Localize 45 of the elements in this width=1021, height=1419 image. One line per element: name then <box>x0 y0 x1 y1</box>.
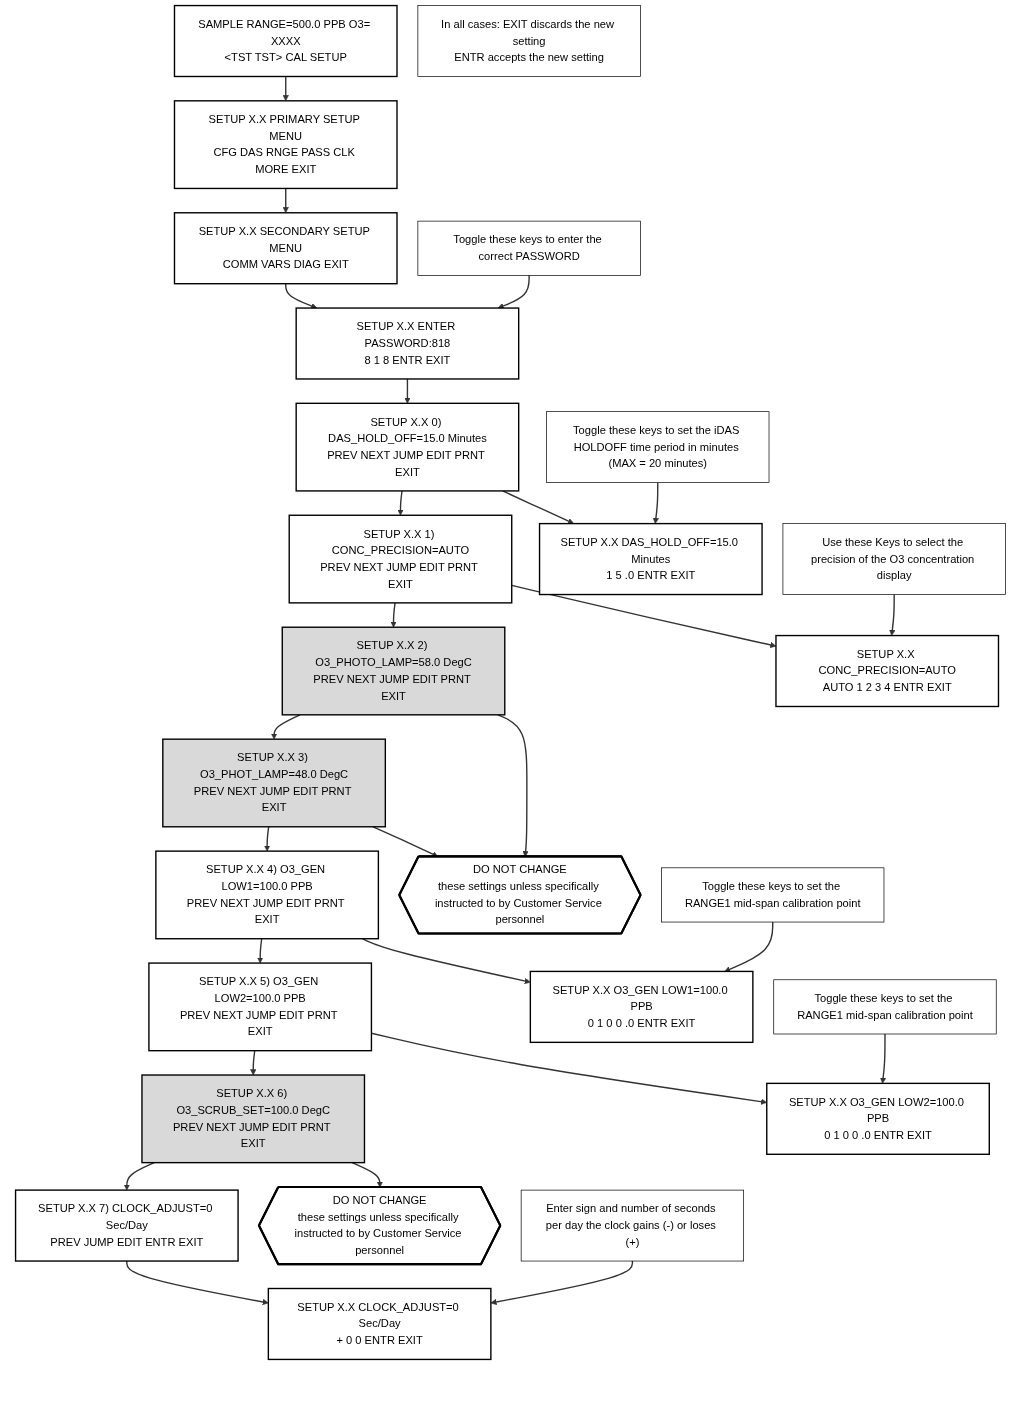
node-box: SETUP X.X DAS_HOLD_OFF=15.0 Minutes 1 5 .0 ENTR EXIT <box>538 522 763 596</box>
node-box: SETUP X.X SECONDARY SETUP MENU COMM VARS DIAG EXIT <box>173 212 398 285</box>
node-box: Use these Keys to select the precision of the O3 concentration display <box>782 523 1006 595</box>
node-box: SETUP X.X ENTER PASSWORD:818 8 1 8 ENTR EXIT <box>295 307 520 380</box>
arrow <box>282 75 289 102</box>
node-box: SETUP X.X 5) O3_GEN LOW2=100.0 PPB PREV NEXT JUMP EDIT PRNT EXIT <box>148 962 373 1052</box>
node-box: Toggle these keys to set the iDAS HOLDOFF time period in minutes (MAX = 20 minutes) <box>546 411 770 483</box>
arrow <box>390 602 397 628</box>
arrow <box>889 593 896 636</box>
arrow <box>361 938 531 985</box>
arrow <box>250 1050 257 1076</box>
node-box: SETUP X.X 7) CLOCK_ADJUST=0 Sec/Day PREV JUMP EDIT ENTR EXIT <box>14 1189 239 1262</box>
node-box: Toggle these keys to enter the correct PASSWORD <box>417 220 641 276</box>
node-box: SETUP X.X 4) O3_GEN LOW1=100.0 PPB PREV NEXT JUMP EDIT PRNT EXIT <box>155 850 380 940</box>
arrow <box>652 481 659 524</box>
node-box: Toggle these keys to set the RANGE1 mid-span calibration point <box>661 867 885 923</box>
node-box: SETUP X.X 1) CONC_PRECISION=AUTO PREV NEXT JUMP EDIT PRNT EXIT <box>288 514 513 604</box>
node-box: SETUP X.X 2) O3_PHOTO_LAMP=58.0 DegC PREV NEXT JUMP EDIT PRNT EXIT <box>281 626 506 716</box>
node-box: SETUP X.X PRIMARY SETUP MENU CFG DAS RNGE PASS CLK MORE EXIT <box>173 100 398 190</box>
arrow <box>264 826 271 852</box>
node-box: SETUP X.X O3_GEN LOW1=100.0 PPB 0 1 0 0 .0 ENTR EXIT <box>529 970 754 1044</box>
arrow <box>282 187 289 214</box>
arrow <box>257 938 264 964</box>
node-box: SETUP X.X CLOCK_ADJUST=0 Sec/Day + 0 0 ENTR EXIT <box>267 1287 492 1361</box>
node-box: SETUP X.X O3_GEN LOW2=100.0 PPB 0 1 0 0 .0 ENTR EXIT <box>766 1082 990 1155</box>
arrow <box>497 274 530 309</box>
arrow <box>126 1260 269 1305</box>
arrow <box>397 490 404 516</box>
node-box: SETUP X.X 3) O3_PHOT_LAMP=48.0 DegC PREV NEXT JUMP EDIT PRNT EXIT <box>162 738 387 828</box>
arrow <box>880 1033 887 1084</box>
arrow <box>501 490 574 525</box>
arrow <box>490 1260 634 1305</box>
arrow <box>123 1161 155 1191</box>
arrow <box>724 921 774 973</box>
node-box: SETUP X.X 0) DAS_HOLD_OFF=15.0 Minutes PREV NEXT JUMP EDIT PRNT EXIT <box>295 402 520 492</box>
node-box: Enter sign and number of seconds per day the clock gains (-) or loses (+) <box>520 1189 744 1262</box>
arrow <box>404 378 411 404</box>
node-box: In all cases: EXIT discards the new setting ENTR accepts the new setting <box>417 5 641 77</box>
node-box: SETUP X.X 6) O3_SCRUB_SET=100.0 DegC PREV NEXT JUMP EDIT PRNT EXIT <box>141 1074 366 1164</box>
arrow <box>271 714 301 740</box>
arrow <box>497 714 529 857</box>
node-box: Toggle these keys to set the RANGE1 mid-span calibration point <box>773 979 997 1035</box>
node-box: SAMPLE RANGE=500.0 PPB O3= XXXX <TST TST> CAL SETUP <box>173 4 398 78</box>
node-box: SETUP X.X CONC_PRECISION=AUTO AUTO 1 2 3 4 ENTR EXIT <box>775 634 1000 708</box>
arrow <box>285 283 318 309</box>
